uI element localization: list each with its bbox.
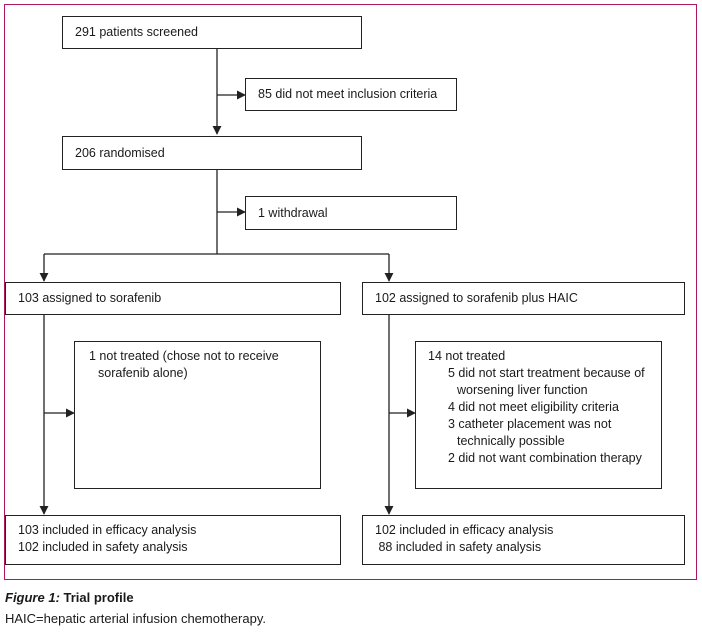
right-not-treated-box: 14 not treated 5 did not start treatment… (415, 341, 662, 489)
figure-title-text: Trial profile (59, 590, 134, 605)
left-analysis-box: 103 included in efficacy analysis 102 in… (5, 515, 341, 565)
withdrawal-box: 1 withdrawal (245, 196, 457, 230)
abbreviation-note: HAIC=hepatic arterial infusion chemother… (5, 611, 266, 626)
reason-liver-line-2: worsening liver function (457, 383, 588, 397)
withdrawal-text: 1 withdrawal (258, 205, 328, 220)
screened-box: 291 patients screened (62, 16, 362, 49)
right-analysis-box: 102 included in efficacy analysis 88 inc… (362, 515, 685, 565)
right-not-treated-header: 14 not treated (428, 349, 506, 363)
reason-eligibility: 4 did not meet eligibility criteria (448, 400, 619, 414)
left-safety-text: 102 included in safety analysis (18, 540, 188, 554)
left-arm-assigned-box: 103 assigned to sorafenib (5, 282, 341, 315)
screened-text: 291 patients screened (75, 25, 199, 39)
right-arm-assigned-box: 102 assigned to sorafenib plus HAIC (362, 282, 685, 315)
left-not-treated-line-2: sorafenib alone) (98, 366, 188, 380)
excluded-box: 85 did not meet inclusion criteria (245, 78, 457, 111)
right-arm-assigned-text: 102 assigned to sorafenib plus HAIC (375, 291, 578, 305)
left-not-treated-line-1: 1 not treated (chose not to receive (89, 349, 279, 363)
right-safety-text: 88 included in safety analysis (375, 540, 542, 554)
figure-title: Figure 1: Trial profile (5, 590, 134, 605)
reason-liver-line-1: 5 did not start treatment because of (448, 366, 645, 380)
excluded-text: 85 did not meet inclusion criteria (258, 87, 438, 101)
figure-caption: Figure 1: Trial profile (5, 590, 134, 605)
left-not-treated-box: 1 not treated (chose not to receive sora… (74, 341, 321, 489)
left-efficacy-text: 103 included in efficacy analysis (18, 523, 197, 537)
figure-label: Figure 1: (5, 590, 60, 605)
figure-frame (4, 4, 697, 580)
randomised-text: 206 randomised (75, 145, 165, 160)
randomised-box: 206 randomised (62, 136, 362, 170)
reason-catheter-line-1: 3 catheter placement was not (448, 417, 612, 431)
right-efficacy-text: 102 included in efficacy analysis (375, 523, 554, 537)
reason-catheter-line-2: technically possible (457, 434, 565, 448)
reason-combination: 2 did not want combination therapy (448, 451, 642, 465)
left-arm-assigned-text: 103 assigned to sorafenib (18, 291, 162, 305)
